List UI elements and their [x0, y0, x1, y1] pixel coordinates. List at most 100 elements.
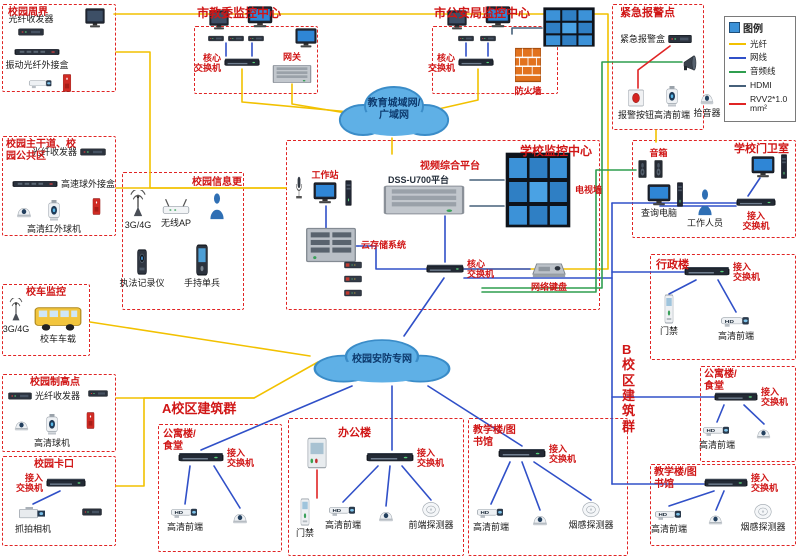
svg-text:HD: HD: [725, 319, 734, 324]
school-monitor-center-box: [286, 140, 600, 310]
b-dorm-access-switch: [714, 390, 758, 404]
edu-gateway-label: 网关: [282, 52, 301, 62]
hd-speed-dome: [42, 414, 62, 436]
workstation-tower: [342, 180, 355, 206]
dss-platform-label-label: DSS-U700平台: [388, 175, 450, 185]
edu-core-switch: [224, 56, 260, 69]
b-dorm-label: 公寓楼/ 食堂: [704, 369, 737, 392]
office-door-reader: [296, 498, 314, 526]
svg-text:HD: HD: [707, 429, 716, 434]
school-bus-group-box: [2, 284, 90, 356]
svg-text:HD: HD: [481, 511, 490, 516]
perimeter-bullet-camera: [28, 76, 54, 90]
bus-3g4g-antenna-label: 3G/4G: [2, 324, 30, 334]
capture-camera-label: 抓拍相机: [14, 524, 51, 534]
a-teach-access-switch: [498, 446, 546, 461]
psb-core-switch-label: 核心 交换机: [427, 52, 455, 73]
school-bus-label: 校车车载: [39, 334, 76, 344]
front-detector-label: 前端探测器: [408, 520, 454, 530]
a-teach-hd-camera-label: 高清前端: [472, 522, 509, 532]
emergency-hd-camera: [662, 86, 682, 108]
maglock: [304, 436, 330, 470]
body-camera: [132, 248, 152, 276]
road-dome-camera: [14, 202, 34, 219]
center-core-switch: [426, 262, 464, 276]
legend-line-sample: [729, 43, 746, 46]
a-teaching-label: 教学楼/图 书馆: [473, 425, 516, 448]
legend-line-sample: [729, 84, 746, 87]
education-wan-cloud-label: 教育城域网/ 广域网: [367, 97, 421, 122]
staff-person: [694, 188, 716, 216]
handheld-terminal: [190, 244, 214, 276]
a-smoke-detector-label: 烟感探测器: [568, 520, 614, 530]
b-dorm-hd-camera-label: 高清前端: [698, 440, 735, 450]
public-security-center-label: 市公安局监控中心: [434, 6, 531, 20]
edu-monitor-1: [208, 10, 230, 30]
emergency-alarm-point-label: 紧急报警点: [620, 7, 675, 19]
alarm-horn: [682, 54, 702, 72]
b-dorm-box: [700, 366, 796, 462]
svg-text:HD: HD: [333, 509, 342, 514]
campus-checkpoint-box: [2, 456, 116, 546]
dss-server: [378, 184, 470, 216]
legend-item: HDMI: [729, 80, 791, 90]
school-bus: [34, 304, 82, 332]
legend-item-label: 光纤: [750, 38, 768, 49]
vibration-fiber-box-label: 振动光纤外接盒: [5, 60, 69, 70]
psb-monitor-2: [484, 6, 512, 28]
campus-info-label: 校园信息更: [192, 177, 242, 188]
a-campus-label-label: A校区建筑群: [162, 401, 237, 416]
wireless-ap: [160, 198, 192, 216]
vibration-fiber-box: [14, 46, 60, 58]
road-ir-speed-dome: [44, 200, 64, 222]
emergency-alarm-box-label: 紧急报警盒: [619, 34, 665, 44]
a-teach-hd-camera: HD: [476, 504, 506, 520]
office-building-label: 办公楼: [338, 427, 371, 439]
b-campus-label-label: B 校 区 建 筑 群: [622, 342, 636, 434]
edu-monitor-2: [246, 6, 274, 28]
highpoint-terminal: [88, 388, 108, 399]
admin-building-label: 行政楼: [656, 259, 689, 271]
admin-access-switch: [684, 264, 730, 279]
capture-camera: [18, 504, 48, 522]
psb-tv-wall: [542, 6, 596, 48]
admin-hd-camera-label: 高清前端: [717, 331, 754, 341]
mobile-3g4g-antenna-label: 3G/4G: [124, 220, 152, 230]
speed-dome-box: [12, 178, 58, 190]
legend-line-sample: [729, 70, 746, 73]
admin-access-switch-label: 接入 交换机: [733, 261, 761, 282]
legend-item-label: 音频线: [750, 66, 776, 77]
legend-item: 光纤: [729, 38, 791, 49]
edu-core-switch-label: 核心 交换机: [193, 52, 221, 73]
front-detector: [420, 500, 442, 518]
b-teaching-box: [650, 464, 796, 546]
checkpoint-access-switch: [46, 476, 86, 490]
video-platform-label-label: 视频综合平台: [420, 161, 480, 172]
legend-line-sample: [729, 57, 746, 60]
gate-pc-tower: [778, 154, 790, 179]
legend-item: 网线: [729, 52, 791, 62]
edu-decoder-1: [208, 34, 224, 43]
main-road-area-label: 校园主干道、校 园公共区: [6, 139, 76, 162]
b-teach-access-switch: [704, 476, 748, 490]
wireless-ap-label: 无线AP: [160, 218, 191, 228]
main-road-area-box: [2, 136, 116, 236]
road-fiber-transceiver-label: 光纤收发器: [31, 147, 77, 157]
fiber-converter-1: [344, 260, 362, 270]
tv-wall: [504, 150, 572, 230]
legend-grid-icon: [729, 22, 740, 33]
legend-item: RVV2*1.0mm²: [729, 94, 791, 114]
perimeter-fiber-transceiver-label: 光纤收发器: [8, 14, 54, 24]
campus-security-cloud: [310, 334, 454, 386]
alarm-button-label: 报警按钮: [617, 110, 654, 120]
svg-text:HD: HD: [659, 513, 668, 518]
office-access-switch-label: 接入 交换机: [417, 447, 445, 468]
office-hd-camera-label: 高清前端: [324, 520, 361, 530]
center-core-switch-label: 核心 交换机: [467, 259, 495, 280]
a-dorm-dome-camera: [230, 508, 250, 525]
office-dome-camera: [376, 506, 396, 523]
b-dorm-hd-camera: HD: [702, 422, 732, 438]
network-keyboard-label: 网络键盘: [530, 282, 567, 292]
perimeter-fiber-transceiver: [18, 26, 44, 38]
